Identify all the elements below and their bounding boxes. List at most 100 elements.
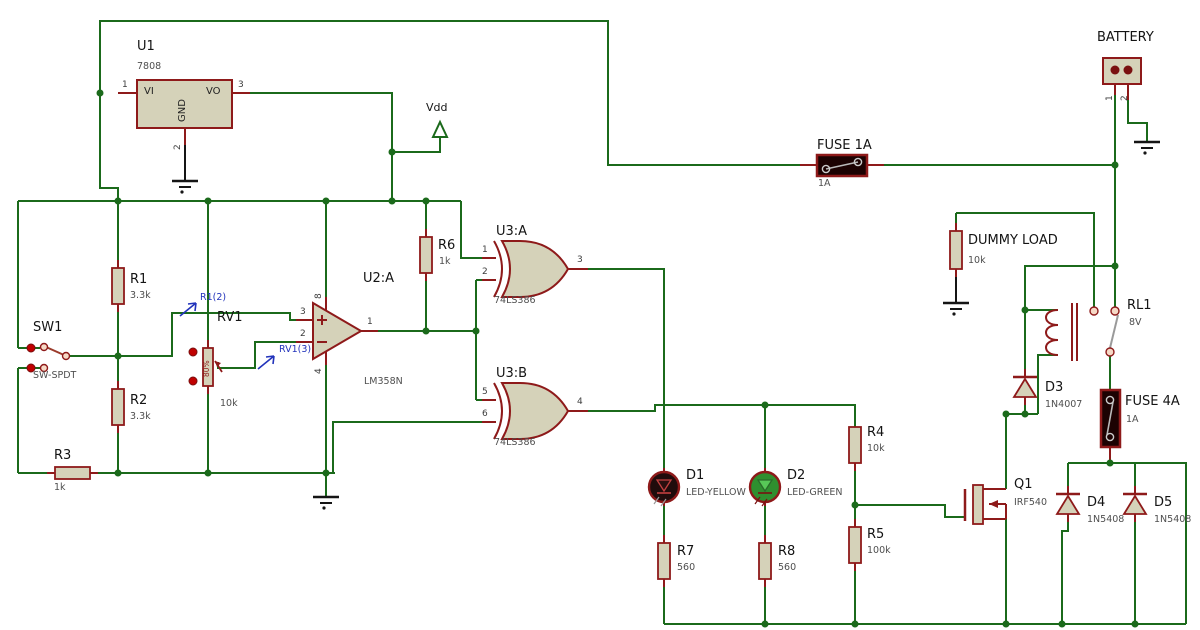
u3a-ref: U3:A	[496, 224, 528, 239]
r1-val: 3.3k	[130, 290, 151, 301]
fuse-1a[interactable]	[815, 153, 869, 178]
u1-pin-vi: VI	[144, 86, 154, 97]
led-d1[interactable]	[647, 470, 681, 507]
u3a-pin-2: 2	[482, 267, 488, 277]
relay-rl1[interactable]	[1045, 303, 1120, 361]
diode-d3[interactable]	[1012, 375, 1038, 398]
u3a-pin-1: 1	[482, 245, 488, 255]
u1-pin-2: 2	[173, 144, 183, 150]
junction-dots	[96, 89, 1139, 628]
q1-ref: Q1	[1014, 477, 1033, 492]
u3b-pin-5: 5	[482, 387, 488, 397]
d4-ref: D4	[1087, 495, 1106, 510]
resistor-r7[interactable]	[657, 542, 671, 580]
probe-arrow-rv1-3	[257, 355, 275, 370]
vdd-power-icon	[431, 119, 449, 138]
regulator-u1[interactable]	[136, 79, 233, 129]
resistor-r8[interactable]	[758, 542, 772, 580]
sw1-val: SW-SPDT	[33, 370, 77, 381]
led-d2[interactable]	[748, 470, 782, 507]
pin-stubs	[47, 84, 1136, 587]
net-annotation-rv1: RV1(3)	[279, 344, 312, 355]
u3b-val: 74LS386	[494, 437, 536, 448]
r5-ref: R5	[867, 527, 885, 542]
r2-val: 3.3k	[130, 411, 151, 422]
r5-val: 100k	[867, 545, 891, 556]
r1-ref: R1	[130, 272, 148, 287]
diode-d5[interactable]	[1122, 492, 1148, 515]
d1-val: LED-YELLOW	[686, 487, 746, 498]
u1-ref: U1	[137, 39, 155, 54]
resistor-r5[interactable]	[848, 526, 862, 564]
u2-pin-1: 1	[367, 317, 373, 327]
rv1-pct: 80%	[202, 360, 211, 377]
net-annotation-r1: R1(2)	[200, 292, 227, 303]
probe-arrow-r1-2	[179, 302, 197, 317]
r7-val: 560	[677, 562, 696, 573]
u2-ref: U2:A	[363, 271, 395, 286]
vdd-label: Vdd	[426, 101, 448, 114]
switch-sw1[interactable]	[26, 342, 71, 373]
u2-val: LM358N	[364, 376, 403, 387]
xor-gate-u3a[interactable]	[493, 240, 570, 298]
u2-pin-3: 3	[300, 307, 306, 317]
d5-val: 1N5408	[1154, 514, 1192, 525]
u3b-pin-4: 4	[577, 397, 583, 407]
u3a-pin-3: 3	[577, 255, 583, 265]
rv1-val: 10k	[220, 398, 238, 409]
mosfet-q1[interactable]	[963, 484, 1007, 525]
xor-gate-u3b[interactable]	[493, 382, 570, 440]
d3-ref: D3	[1045, 380, 1064, 395]
r8-ref: R8	[778, 544, 796, 559]
u2-pin-4: 4	[314, 368, 324, 374]
u3b-ref: U3:B	[496, 366, 528, 381]
opamp-u2a[interactable]	[312, 301, 363, 361]
d1-ref: D1	[686, 468, 705, 483]
d2-val: LED-GREEN	[787, 487, 843, 498]
fuse4-ref: FUSE 4A	[1125, 394, 1180, 409]
ground-symbols	[172, 140, 1160, 510]
r6-val: 1k	[439, 256, 451, 267]
battery-pin-1: 1	[1105, 95, 1115, 101]
battery-connector[interactable]	[1102, 57, 1142, 85]
u1-pin-3: 3	[238, 80, 244, 90]
fuse1-val: 1A	[818, 178, 831, 189]
diode-d4[interactable]	[1055, 492, 1081, 515]
u1-pin-vo: VO	[206, 86, 221, 97]
fuse1-ref: FUSE 1A	[817, 138, 872, 153]
r7-ref: R7	[677, 544, 695, 559]
u1-val: 7808	[137, 61, 162, 72]
r3-val: 1k	[54, 482, 66, 493]
u3b-pin-6: 6	[482, 409, 488, 419]
battery-ref: BATTERY	[1097, 30, 1154, 45]
d4-val: 1N5408	[1087, 514, 1125, 525]
resistor-r3[interactable]	[54, 466, 91, 480]
battery-pin-2: 2	[1120, 95, 1130, 101]
r3-ref: R3	[54, 448, 72, 463]
u1-pin-1: 1	[122, 80, 128, 90]
fuse4-val: 1A	[1126, 414, 1139, 425]
r2-ref: R2	[130, 393, 148, 408]
r6-ref: R6	[438, 238, 456, 253]
d3-val: 1N4007	[1045, 399, 1083, 410]
dummy-load-ref: DUMMY LOAD	[968, 233, 1058, 248]
resistor-r2[interactable]	[111, 388, 125, 426]
fuse-4a[interactable]	[1099, 388, 1122, 449]
potentiometer-rv1[interactable]	[188, 347, 223, 387]
r8-val: 560	[778, 562, 797, 573]
u1-pin-gnd: GND	[177, 99, 188, 122]
d2-ref: D2	[787, 468, 806, 483]
q1-val: IRF540	[1014, 497, 1047, 508]
sw1-ref: SW1	[33, 320, 63, 335]
r4-ref: R4	[867, 425, 885, 440]
u3a-val: 74LS386	[494, 295, 536, 306]
resistor-r6[interactable]	[419, 236, 433, 274]
rl1-val: 8V	[1129, 317, 1142, 328]
r4-val: 10k	[867, 443, 885, 454]
rv1-ref: RV1	[217, 310, 243, 325]
resistor-r4[interactable]	[848, 426, 862, 464]
resistor-r1[interactable]	[111, 267, 125, 305]
resistor-dummy-load[interactable]	[949, 230, 963, 270]
